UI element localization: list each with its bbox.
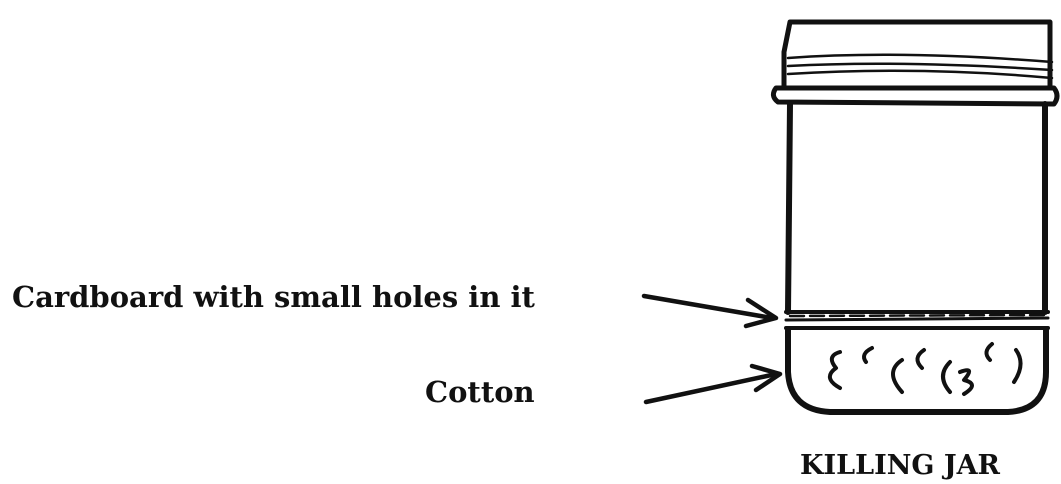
cardboard-layer (784, 310, 1050, 330)
jar-body (785, 101, 793, 315)
cardboard-arrow (641, 293, 779, 329)
jar-bottom (785, 327, 1049, 415)
cardboard-label: Cardboard with small holes in it (12, 280, 535, 314)
jar-rim (770, 85, 1060, 107)
cotton-arrow (643, 363, 783, 405)
diagram-title: KILLING JAR (800, 450, 1000, 481)
cotton-squiggles (828, 342, 1023, 396)
cotton-label: Cotton (425, 375, 535, 409)
lid-threads (786, 53, 1054, 80)
